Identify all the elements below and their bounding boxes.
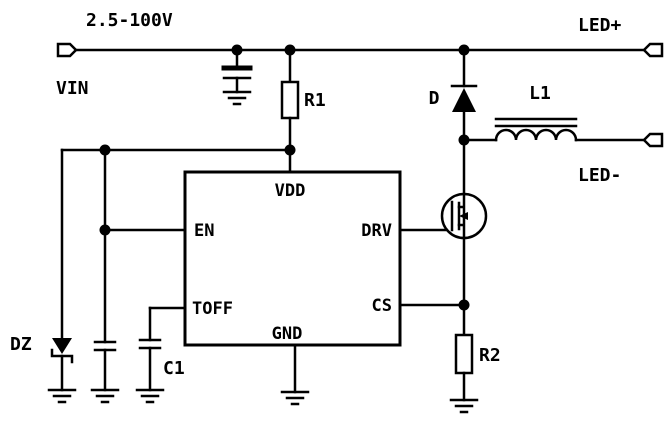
resistor-body [454,333,474,375]
mosfet [440,138,488,307]
pin-en-label: EN [194,221,214,241]
junction-dot [458,134,470,146]
d-label: D [429,88,440,109]
diode-triangle [452,88,476,112]
ic-block: VDD EN TOFF DRV CS GND [103,170,466,406]
resistor-r2: R2 [449,303,501,414]
capacitor-input [221,48,253,106]
junction-dot [458,44,470,56]
terminal-vin [56,42,78,58]
dz-label: DZ [10,334,32,355]
inductor-coil [494,128,578,142]
input-voltage-label: 2.5-100V [86,10,173,31]
resistor-body [280,80,300,120]
r1-label: R1 [304,90,326,111]
junction-dot [99,224,111,236]
ground-symbol [449,398,479,414]
inductor-core-bars [494,117,578,128]
led-plus-label: LED+ [578,15,622,36]
zener-dz: DZ [10,148,77,404]
top-rail [56,42,664,148]
ground-symbol [90,388,120,404]
terminal-led-plus [642,42,664,58]
ground-symbol [47,388,77,404]
pin-vdd-label: VDD [275,181,306,201]
l1-label: L1 [529,83,551,104]
junction-dot [284,144,296,156]
junction-dot [99,144,111,156]
ic-outline [183,170,402,347]
junction-dot [458,299,470,311]
capacitor-c1: C1 [135,306,185,404]
ground-symbol [280,390,310,406]
mosfet-body-arrow [459,212,468,220]
ground-symbol [135,388,165,404]
inductor-l1: L1 [462,83,646,142]
ground-symbol [222,90,252,106]
r2-label: R2 [479,345,501,366]
junction-dot [284,44,296,56]
capacitor-en [90,148,120,404]
c1-label: C1 [163,358,185,379]
pin-gnd-label: GND [272,324,303,344]
vin-label: VIN [56,78,89,99]
junction-dots [99,44,470,311]
junction-dot [231,44,243,56]
led-minus-label: LED- [578,165,621,186]
pin-toff-label: TOFF [192,299,233,319]
diode-d: D [429,48,478,142]
terminal-led-minus [642,132,664,148]
pin-cs-label: CS [372,296,392,316]
pin-drv-label: DRV [361,221,392,241]
zener-triangle [52,338,72,354]
